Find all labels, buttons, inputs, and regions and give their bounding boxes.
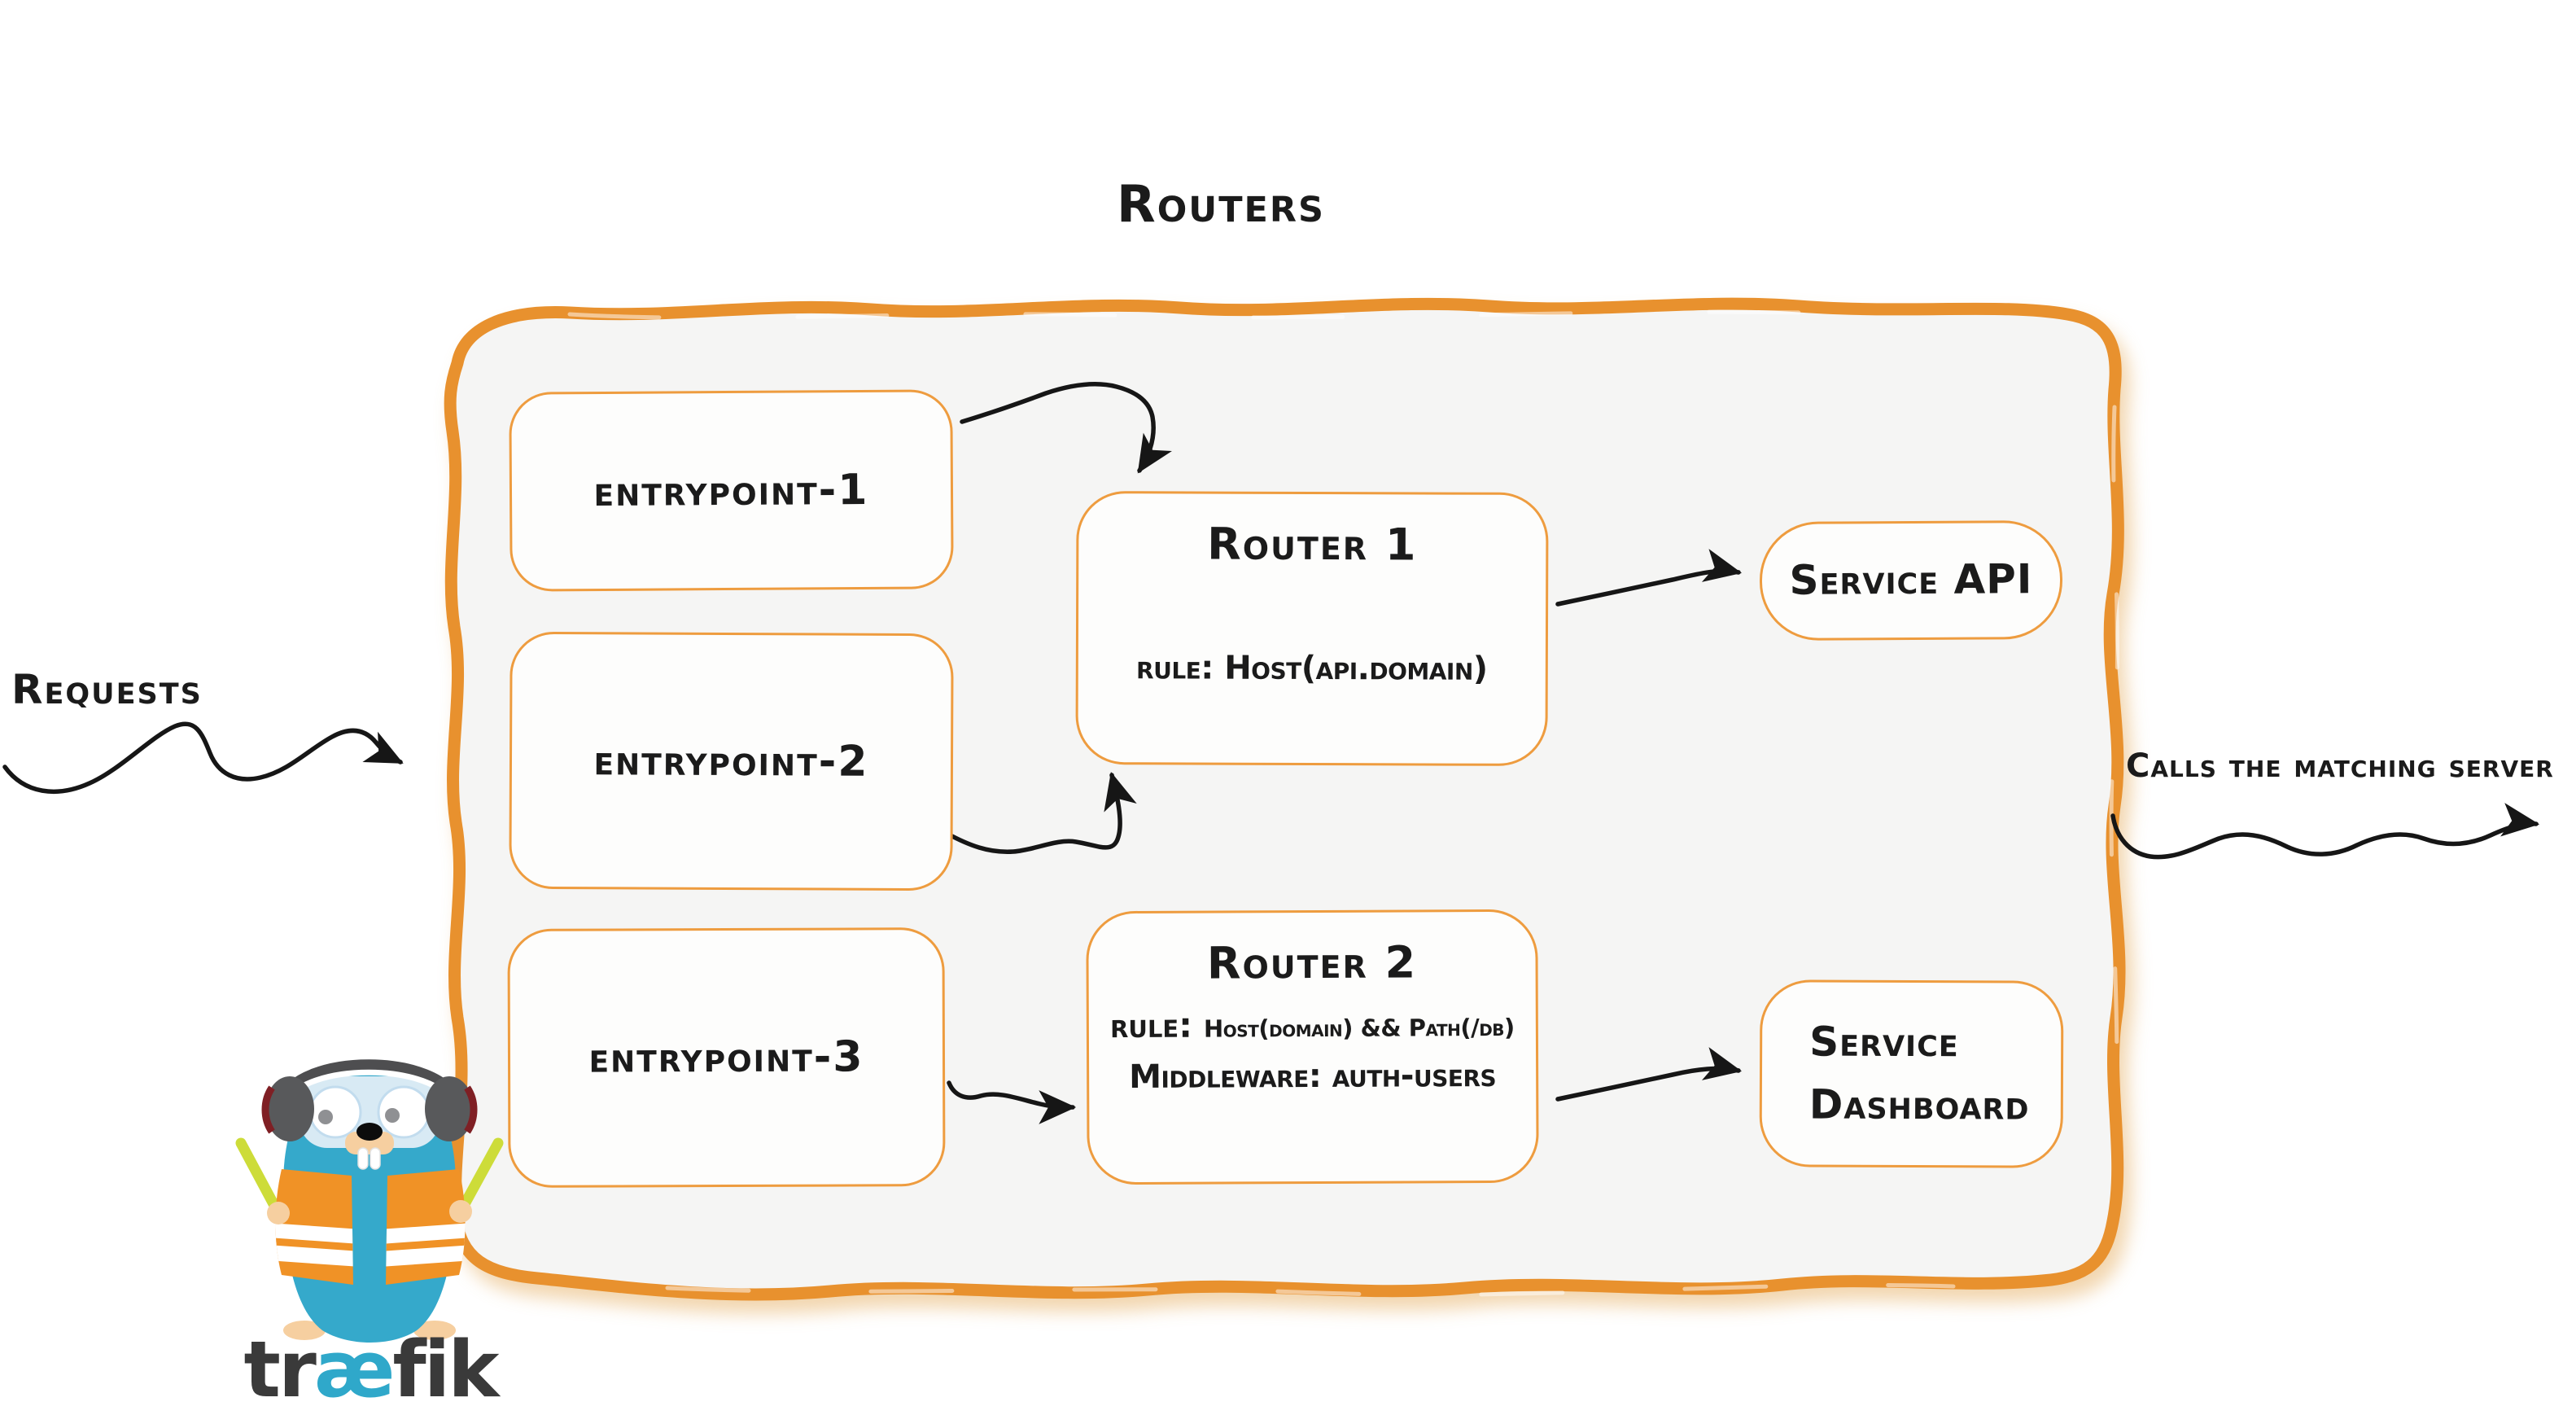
router-2-rule-value: Host(domain) && Path(/db) <box>1203 1013 1515 1043</box>
arrow-calls-out <box>2110 803 2540 860</box>
border-brush-streak-top <box>567 309 1874 320</box>
entrypoint-2-label: entrypoint-2 <box>593 736 869 786</box>
entrypoint-2-box: entrypoint-2 <box>509 631 954 891</box>
service-dashboard-label-line2: Dashboard <box>1808 1080 2030 1129</box>
router-2-rule: rule: Host(domain) && Path(/db) <box>1110 1004 1515 1045</box>
service-dashboard-box: Service Dashboard <box>1759 979 2064 1168</box>
gopher-nose <box>356 1123 383 1141</box>
entrypoint-3-label: entrypoint-3 <box>588 1032 864 1083</box>
arrow-entrypoint1-to-router1 <box>960 382 1172 474</box>
entrypoint-1-box: entrypoint-1 <box>509 389 954 592</box>
service-dashboard-label-line1: Service <box>1809 1017 1959 1066</box>
router-2-title: Router 2 <box>1206 936 1418 989</box>
router-1-rule: rule: Host(api.domain) <box>1135 649 1488 688</box>
service-api-label: Service API <box>1789 555 2033 605</box>
gopher-hand-left <box>267 1202 290 1224</box>
wordmark-post: fik <box>392 1325 499 1415</box>
gopher-eye-left <box>318 1110 333 1124</box>
gopher-hand-right <box>449 1200 472 1223</box>
arrow-router1-to-service-api <box>1555 549 1743 607</box>
traefik-wordmark: træfik <box>230 1332 511 1409</box>
wordmark-ae: æ <box>313 1325 396 1415</box>
gopher-headphones-icon <box>261 1059 478 1141</box>
gopher-goggles <box>300 1076 440 1148</box>
wordmark-pre: tr <box>243 1325 317 1415</box>
service-api-box: Service API <box>1759 520 2063 641</box>
arrow-requests-in <box>2 721 404 794</box>
gopher-light-sticks <box>235 1137 504 1242</box>
gopher-muzzle <box>345 1123 394 1170</box>
gopher-safety-vest <box>275 1169 466 1285</box>
requests-label: Requests <box>11 666 203 713</box>
router-2-rule-label: rule: <box>1109 1005 1193 1046</box>
arrow-entrypoint3-to-router2 <box>947 1080 1077 1124</box>
page-title: Routers <box>1117 174 1325 234</box>
border-brush-streak-right <box>2109 405 2119 1142</box>
arrow-router2-to-service-dashboard <box>1555 1047 1743 1102</box>
gopher-eye-right <box>385 1108 400 1123</box>
border-brush-streak-bottom <box>665 1282 1956 1297</box>
entrypoint-1-label: entrypoint-1 <box>593 465 869 516</box>
traefik-gopher-logo <box>235 1059 504 1343</box>
router-2-box: Router 2 rule: Host(domain) && Path(/db)… <box>1086 909 1539 1185</box>
router-2-middleware: Middleware: auth-users <box>1129 1057 1497 1096</box>
router-1-box: Router 1 rule: Host(api.domain) <box>1075 490 1549 767</box>
arrow-entrypoint2-to-router1 <box>945 771 1137 854</box>
gopher-body <box>283 1062 456 1343</box>
router-1-title: Router 1 <box>1207 518 1418 571</box>
entrypoint-3-box: entrypoint-3 <box>507 927 946 1188</box>
calls-matching-server-label: Calls the matching server <box>2126 747 2554 785</box>
